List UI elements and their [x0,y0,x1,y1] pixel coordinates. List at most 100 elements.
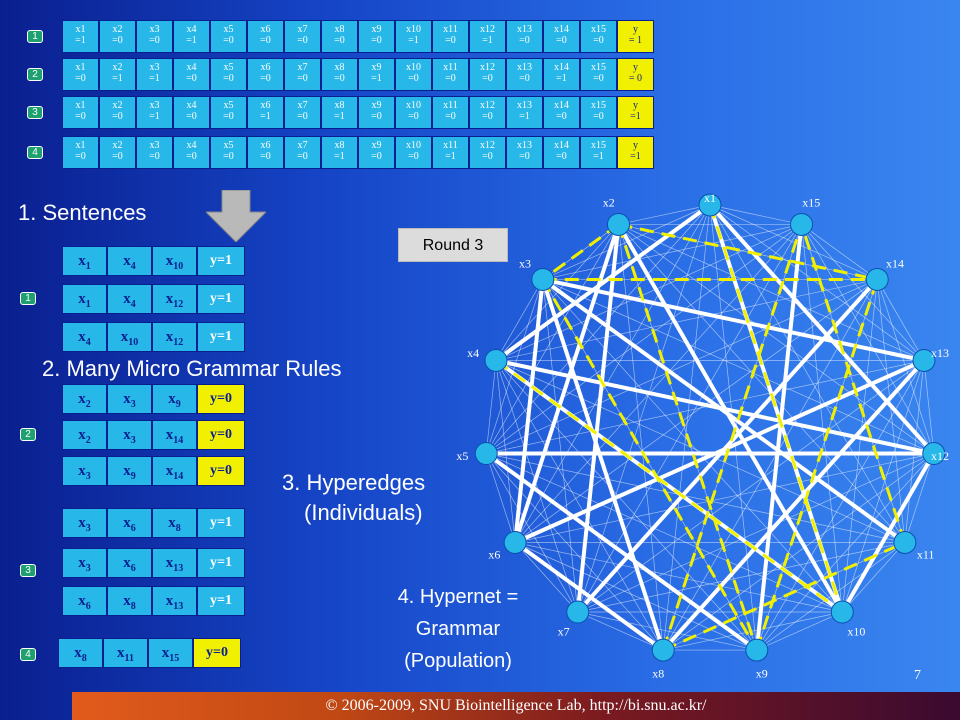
graph-edge [618,204,711,225]
rule-variable: x9 [152,384,197,414]
hyperedge-yellow [618,222,878,281]
graph-edge [756,542,906,651]
sentence-cell: x3=1 [136,96,173,129]
graph-edge [876,279,925,361]
graph-edge [618,224,934,454]
graph-node [606,212,630,236]
rule-label: y=0 [197,420,245,450]
sentence-cell: x1=1 [62,20,99,53]
graph-node-label: x5 [456,449,468,463]
rule-variable: x8 [152,508,197,538]
rule-label: y=0 [197,384,245,414]
sentence-cell: x5=0 [210,96,247,129]
rule-variable: x10 [107,322,152,352]
hypernet-label: 4. Hypernet = [397,586,519,608]
sentence-cell: x9=0 [358,96,395,129]
rule-variable: x3 [107,384,152,414]
rule-label: y=1 [197,508,245,538]
graph-edge [618,224,925,361]
graph-node-label: x11 [917,548,935,562]
graph-edge [756,453,935,651]
graph-node-label: x13 [931,346,949,360]
rule-variable: x2 [62,384,107,414]
rule-variable: x8 [107,586,152,616]
page-number: 7 [914,668,921,683]
rule-variable: x9 [107,456,152,486]
sentence-cell: x10=0 [395,96,432,129]
sentence-cell: x12=0 [469,58,506,91]
graph-node-label: x9 [756,667,768,681]
graph-edge [801,224,935,454]
graph-edge [515,453,934,543]
sentence-cell: x1=0 [62,136,99,169]
sentence-cell: x11=0 [432,58,469,91]
hyperedge-yellow [708,204,844,613]
hyperedge-white [616,223,844,614]
graph-node [531,267,555,291]
graph-edge [577,611,757,651]
rule-variable: x4 [62,322,107,352]
graph-edge [485,224,619,454]
graph-node-label: x1 [704,191,716,205]
sentence-cell: x3=0 [136,136,173,169]
graph-edge [495,279,878,361]
graph-edge [542,204,711,280]
graph-edge [876,279,935,454]
graph-edge [495,360,579,613]
hyperedge-yellow [541,278,759,651]
sentence-cell: x4=0 [173,136,210,169]
graph-node [912,348,936,372]
hyperedge-yellow [662,541,906,652]
hyperedge-white [661,359,926,652]
rule-variable: x15 [148,638,193,668]
rule-variable: x1 [62,284,107,314]
rule-variable: x8 [58,638,103,668]
sentence-cell: x14=0 [543,136,580,169]
graph-edge [801,224,843,613]
hyperedge-white [513,540,665,652]
sentence-cell: x4=0 [173,96,210,129]
sentence-cell: x6=0 [247,20,284,53]
individuals-label: (Individuals) [304,500,423,525]
graph-edge [709,204,802,225]
graph-node-label: x12 [931,449,949,463]
graph-edge [486,224,802,454]
rule-variable: x6 [62,586,107,616]
graph-edge [485,360,497,454]
sentence-cell: x11=0 [432,96,469,129]
rule-label: y=1 [197,322,245,352]
graph-edge [841,360,925,613]
sentence-cell: x8=0 [321,58,358,91]
rules-label: 2. Many Micro Grammar Rules [42,356,342,381]
rule-label: y=0 [193,638,241,668]
graph-edge [486,453,905,543]
sentence-cell: x12=0 [469,136,506,169]
rule-variable: x3 [62,548,107,578]
hyperedge-white [840,452,936,614]
footer-copyright: © 2006-2009, SNU Biointelligence Lab, ht… [72,692,960,720]
rule-group-badge: 3 [20,564,36,577]
sentence-cell: x3=0 [136,20,173,53]
sentence-cell: x2=0 [99,20,136,53]
hyperedge-white [494,203,712,363]
sentence-cell: x10=0 [395,58,432,91]
graph-edge [542,279,934,454]
rule-variable: x6 [107,548,152,578]
graph-edge [709,204,878,280]
sentence-cell: x7=0 [284,20,321,53]
graph-edge [801,224,925,361]
sentence-cell: x8=1 [321,136,358,169]
rule-label: y=1 [197,246,245,276]
graph-edge [486,453,843,613]
graph-node-label: x15 [802,196,820,210]
sentence-cell: x15=0 [580,96,617,129]
graph-node [745,638,769,662]
down-arrow-icon [204,189,268,247]
